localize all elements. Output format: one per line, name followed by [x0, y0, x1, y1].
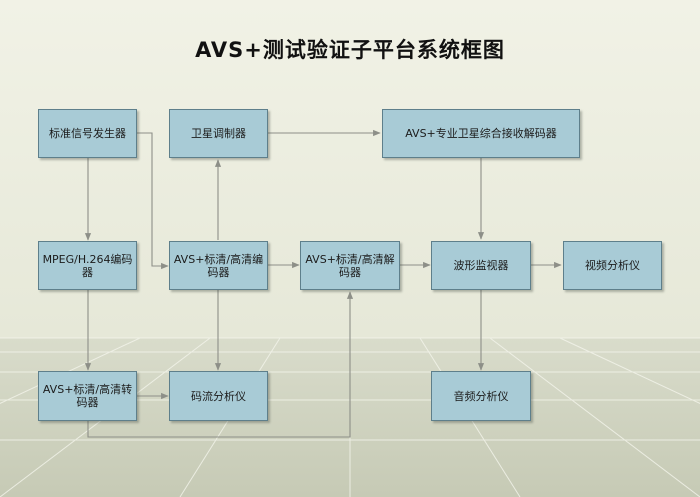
node-mpeg-encoder: MPEG/H.264编码器: [38, 241, 137, 290]
node-waveform-monitor: 波形监视器: [431, 241, 531, 290]
node-avs-decoder: AVS+标清/高清解码器: [300, 241, 400, 290]
node-avs-transcoder: AVS+标清/高清转码器: [38, 371, 137, 421]
node-satellite-modulator: 卫星调制器: [169, 109, 268, 158]
diagram-title: AVS+测试验证子平台系统框图: [195, 38, 505, 62]
node-stream-analyzer: 码流分析仪: [169, 371, 268, 421]
connector-generator-to-avs-encoder: [137, 132, 169, 270]
node-signal-generator: 标准信号发生器: [38, 109, 137, 158]
node-audio-analyzer: 音频分析仪: [431, 371, 531, 421]
node-avs-encoder: AVS+标清/高清编码器: [169, 241, 268, 290]
node-pro-satellite-receiver: AVS+专业卫星综合接收解码器: [382, 109, 580, 158]
node-video-analyzer: 视频分析仪: [563, 241, 662, 290]
connector-transcoder-to-decoder: [87, 291, 354, 438]
